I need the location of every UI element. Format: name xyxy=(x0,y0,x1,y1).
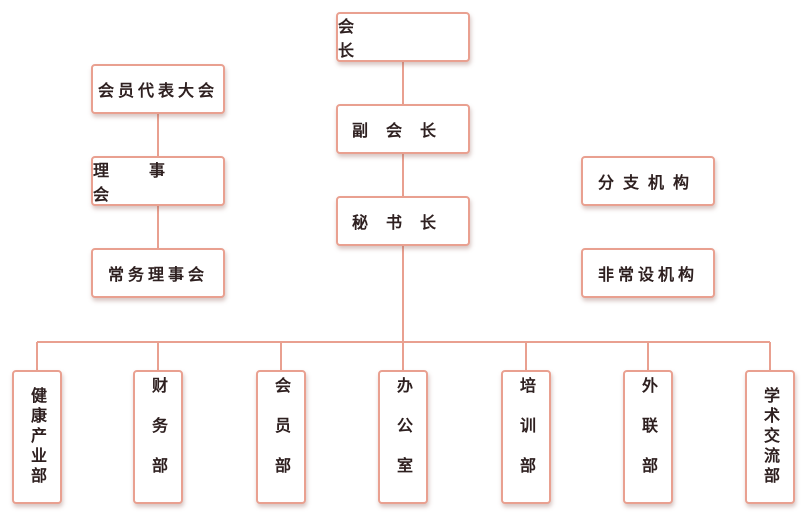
dept-office[interactable]: 办公室 xyxy=(378,370,428,504)
node-secretary-general[interactable]: 秘书长 xyxy=(336,196,470,246)
node-president[interactable]: 会 长 xyxy=(336,12,470,62)
dept-finance[interactable]: 财务部 xyxy=(133,370,183,504)
node-members-congress[interactable]: 会员代表大会 xyxy=(91,64,225,114)
dept-health-industry[interactable]: 健康产业部 xyxy=(12,370,62,504)
node-branch-offices[interactable]: 分支机构 xyxy=(581,156,715,206)
dept-training[interactable]: 培训部 xyxy=(501,370,551,504)
node-vice-president[interactable]: 副会长 xyxy=(336,104,470,154)
dept-academic[interactable]: 学术交流部 xyxy=(745,370,795,504)
node-non-standing[interactable]: 非常设机构 xyxy=(581,248,715,298)
dept-external[interactable]: 外联部 xyxy=(623,370,673,504)
node-council[interactable]: 理事会 xyxy=(91,156,225,206)
node-standing-council[interactable]: 常务理事会 xyxy=(91,248,225,298)
dept-membership[interactable]: 会员部 xyxy=(256,370,306,504)
